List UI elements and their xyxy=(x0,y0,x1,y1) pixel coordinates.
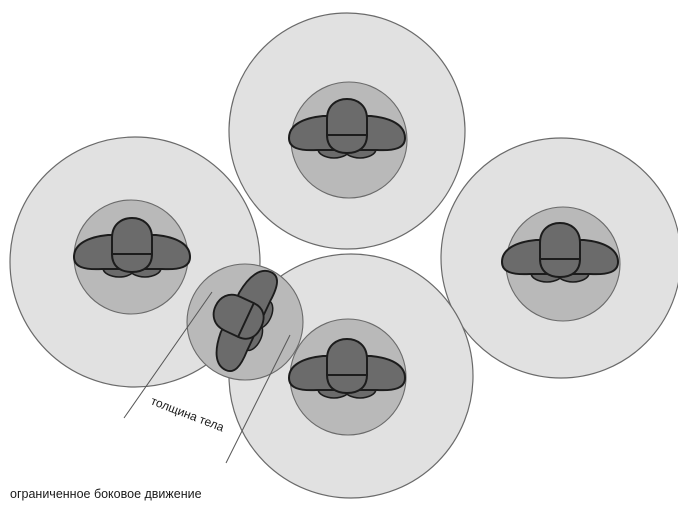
thickness-line-left xyxy=(123,291,213,419)
body-thickness-label: толщина тела xyxy=(149,394,226,435)
lateral-movement-caption: ограниченное боковое движение xyxy=(10,487,202,501)
thickness-line-right xyxy=(225,334,291,464)
